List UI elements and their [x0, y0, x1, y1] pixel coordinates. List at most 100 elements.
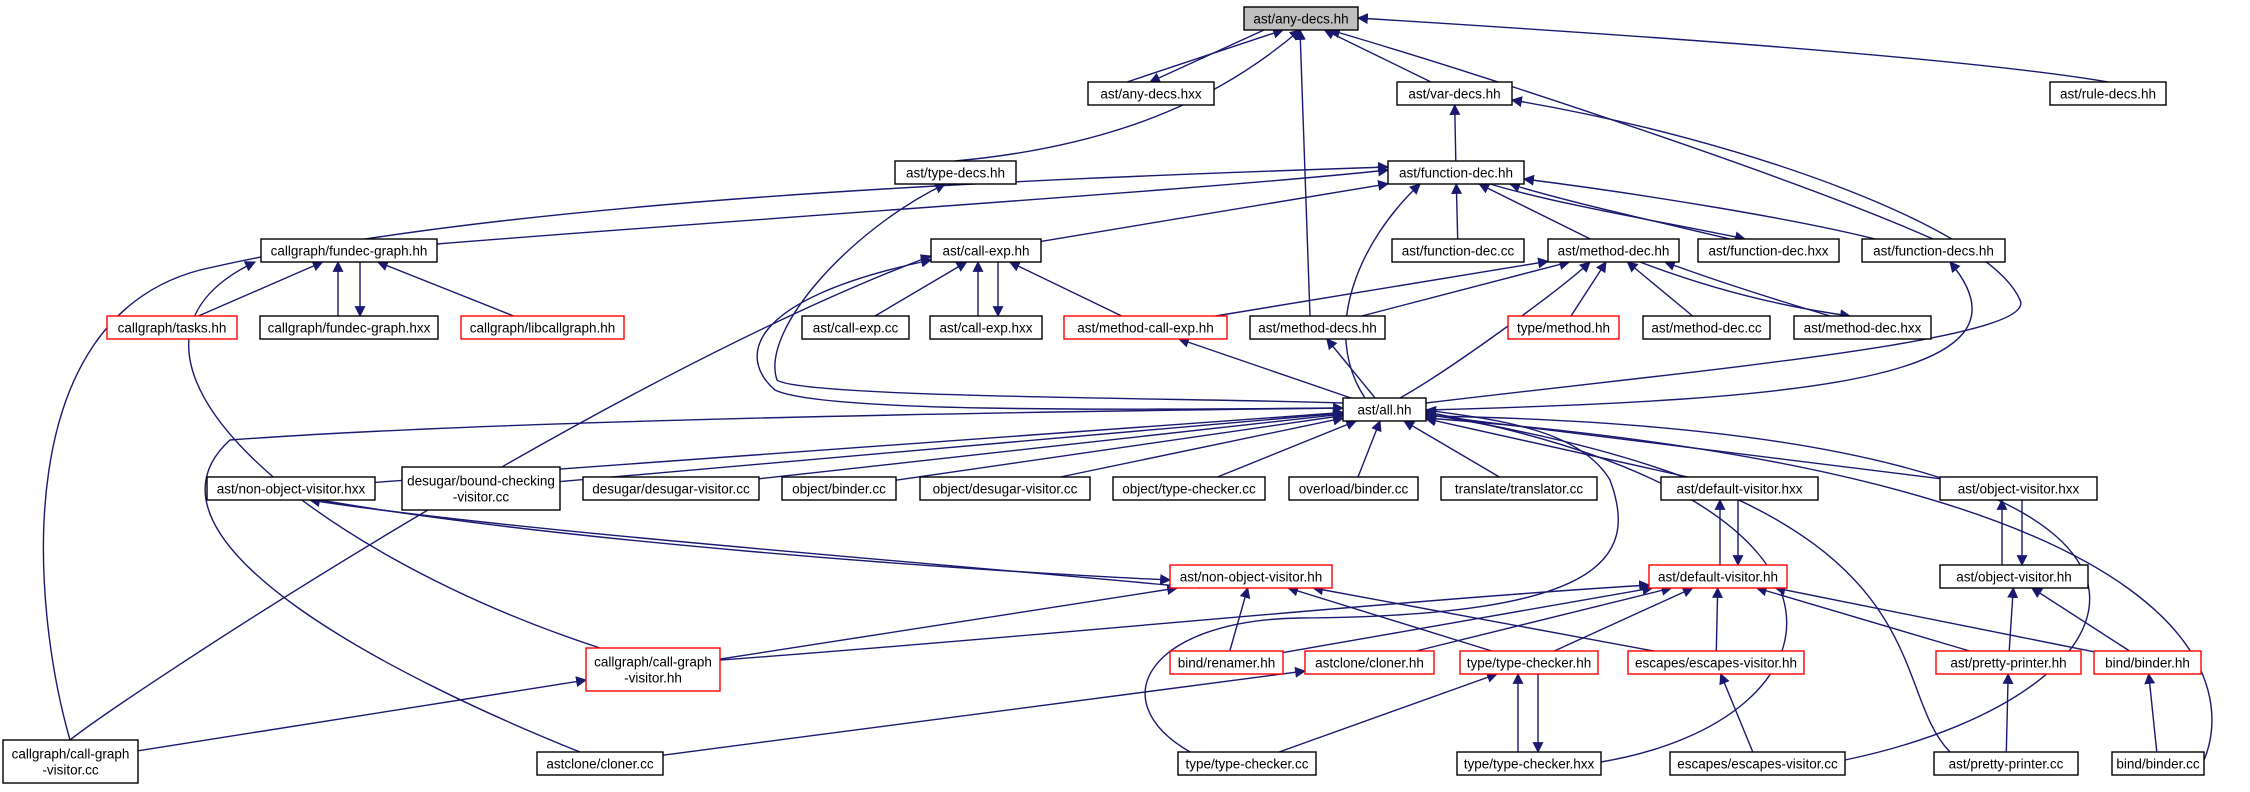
node-function-dec-cc[interactable]: ast/function-dec.cc — [1391, 238, 1525, 263]
edge-type-checker-hh-to-default-visitor-hh — [1554, 587, 1694, 652]
node-method-dec-hxx[interactable]: ast/method-dec.hxx — [1793, 315, 1932, 340]
node-default-visitor-hh[interactable]: ast/default-visitor.hh — [1648, 564, 1788, 589]
node-box — [1939, 564, 2089, 589]
node-method-dec-cc[interactable]: ast/method-dec.cc — [1642, 315, 1771, 340]
node-label: ast/object-visitor.hh — [1956, 570, 2072, 585]
node-box — [2093, 650, 2202, 675]
edge-method-dec-cc-to-method-dec-hh — [1626, 261, 1694, 317]
node-default-visitor-hxx[interactable]: ast/default-visitor.hxx — [1660, 476, 1819, 501]
node-method-dec-hh[interactable]: ast/method-dec.hh — [1547, 238, 1680, 263]
node-escapes-visitor-hh[interactable]: escapes/escapes-visitor.hh — [1627, 650, 1805, 675]
edge-renamer-hh-to-non-object-visitor-hh — [1229, 586, 1251, 652]
node-box — [2, 739, 139, 784]
node-object-visitor-hxx[interactable]: ast/object-visitor.hxx — [1939, 476, 2098, 501]
node-box — [1169, 564, 1333, 589]
node-type-decs-hh[interactable]: ast/type-decs.hh — [894, 160, 1017, 185]
node-binder-hh[interactable]: bind/binder.hh — [2093, 650, 2202, 675]
node-object-binder-cc[interactable]: object/binder.cc — [781, 476, 897, 501]
node-label: callgraph/fundec-graph.hxx — [268, 321, 431, 336]
node-label: astclone/cloner.cc — [546, 757, 654, 772]
node-label: overload/binder.cc — [1299, 482, 1409, 497]
node-type-checker-hh[interactable]: type/type-checker.hh — [1459, 650, 1599, 675]
node-desugar-visitor-cc[interactable]: desugar/desugar-visitor.cc — [582, 476, 760, 501]
node-label: type/type-checker.hxx — [1464, 757, 1595, 772]
edge-type-checker-hh-to-non-object-visitor-hh — [1287, 585, 1493, 652]
node-label: ast/var-decs.hh — [1408, 87, 1500, 102]
node-label: callgraph/tasks.hh — [118, 321, 227, 336]
node-label: type/type-checker.hh — [1467, 656, 1592, 671]
node-function-decs-hh[interactable]: ast/function-decs.hh — [1861, 238, 2006, 263]
edge-method-decs-hh-to-any-decs-hh — [1294, 28, 1311, 317]
node-label: ast/all.hh — [1357, 403, 1411, 418]
node-type-checker-hxx[interactable]: type/type-checker.hxx — [1456, 751, 1602, 776]
edge-type-checker-cc-to-all-hh — [1144, 405, 1619, 753]
node-bound-checking-cc[interactable]: desugar/bound-checking-visitor.cc — [401, 466, 561, 511]
node-type-checker-cc[interactable]: type/type-checker.cc — [1177, 751, 1317, 776]
node-call-graph-visitor-hh[interactable]: callgraph/call-graph-visitor.hh — [585, 647, 721, 692]
node-fundec-graph-hh[interactable]: callgraph/fundec-graph.hh — [260, 238, 438, 263]
edge-function-dec-hxx-to-function-dec-hh — [1508, 181, 1731, 240]
node-any-decs-hxx[interactable]: ast/any-decs.hxx — [1087, 81, 1215, 106]
node-label: type/method.hh — [1517, 321, 1610, 336]
node-libcallgraph-hh[interactable]: callgraph/libcallgraph.hh — [460, 315, 625, 340]
node-function-dec-hxx[interactable]: ast/function-dec.hxx — [1697, 238, 1840, 263]
node-call-graph-visitor-cc[interactable]: callgraph/call-graph-visitor.cc — [2, 739, 139, 784]
node-label: object/type-checker.cc — [1122, 482, 1256, 497]
node-label: object/binder.cc — [792, 482, 886, 497]
edge-cloner-cc-to-cloner-hh — [662, 666, 1307, 756]
node-call-exp-hxx[interactable]: ast/call-exp.hxx — [929, 315, 1043, 340]
node-function-dec-hh[interactable]: ast/function-dec.hh — [1387, 160, 1525, 185]
node-method-call-exp-hh[interactable]: ast/method-call-exp.hh — [1063, 315, 1228, 340]
node-box — [206, 476, 376, 501]
node-label: ast/function-dec.hxx — [1708, 244, 1828, 259]
node-label: ast/call-exp.hxx — [939, 321, 1032, 336]
node-label: ast/default-visitor.hh — [1658, 570, 1778, 585]
node-bind-binder-cc[interactable]: bind/binder.cc — [2111, 751, 2205, 776]
node-label: ast/pretty-printer.cc — [1949, 757, 2064, 772]
node-label: type/type-checker.cc — [1185, 757, 1308, 772]
edge-escapes-visitor-hh-to-non-object-visitor-hh — [1312, 584, 1654, 652]
node-object-type-checker-cc[interactable]: object/type-checker.cc — [1112, 476, 1266, 501]
node-label: callgraph/call-graph — [12, 747, 130, 762]
node-translator-cc[interactable]: translate/translator.cc — [1440, 476, 1598, 501]
node-object-visitor-hh[interactable]: ast/object-visitor.hh — [1939, 564, 2089, 589]
node-box — [1669, 751, 1846, 776]
node-box — [930, 238, 1042, 263]
node-box — [1935, 650, 2082, 675]
node-call-exp-hh[interactable]: ast/call-exp.hh — [930, 238, 1042, 263]
node-tasks-hh[interactable]: callgraph/tasks.hh — [106, 315, 238, 340]
node-label: bind/binder.cc — [2116, 757, 2200, 772]
node-box — [929, 315, 1043, 340]
node-rule-decs-hh[interactable]: ast/rule-decs.hh — [2049, 81, 2167, 106]
node-pretty-printer-hh[interactable]: ast/pretty-printer.hh — [1935, 650, 2082, 675]
edge-call-graph-visitor-hh-to-non-object-visitor-hh — [719, 584, 1179, 660]
node-non-object-visitor-hxx[interactable]: ast/non-object-visitor.hxx — [206, 476, 376, 501]
node-escapes-visitor-cc[interactable]: escapes/escapes-visitor.cc — [1669, 751, 1846, 776]
node-any-decs-hh[interactable]: ast/any-decs.hh — [1243, 6, 1359, 31]
node-overload-binder-cc[interactable]: overload/binder.cc — [1288, 476, 1419, 501]
node-non-object-visitor-hh[interactable]: ast/non-object-visitor.hh — [1169, 564, 1333, 589]
edge-libcallgraph-hh-to-fundec-graph-hh — [376, 260, 514, 317]
node-renamer-hh[interactable]: bind/renamer.hh — [1169, 650, 1284, 675]
node-fundec-graph-hxx[interactable]: callgraph/fundec-graph.hxx — [259, 315, 439, 340]
node-type-method-hh[interactable]: type/method.hh — [1507, 315, 1620, 340]
node-box — [1112, 476, 1266, 501]
node-object-desugar-cc[interactable]: object/desugar-visitor.cc — [919, 476, 1091, 501]
edge-all-hh-to-type-decs-hh — [774, 183, 1344, 404]
node-label: ast/function-decs.hh — [1873, 244, 1994, 259]
edge-object-binder-cc-to-all-hh — [895, 411, 1345, 481]
node-all-hh[interactable]: ast/all.hh — [1342, 397, 1427, 422]
node-label: ast/function-dec.hh — [1399, 166, 1513, 181]
edge-function-dec-hh-to-var-decs-hh — [1449, 103, 1461, 162]
node-cloner-cc[interactable]: astclone/cloner.cc — [536, 751, 664, 776]
node-box — [585, 647, 721, 692]
node-call-exp-cc[interactable]: ast/call-exp.cc — [801, 315, 910, 340]
node-label: ast/rule-decs.hh — [2060, 87, 2156, 102]
node-method-decs-hh[interactable]: ast/method-decs.hh — [1249, 315, 1386, 340]
edge-var-decs-hh-to-any-decs-hh — [1323, 29, 1432, 83]
node-pretty-printer-cc[interactable]: ast/pretty-printer.cc — [1933, 751, 2079, 776]
node-cloner-hh[interactable]: astclone/cloner.hh — [1304, 650, 1435, 675]
node-var-decs-hh[interactable]: ast/var-decs.hh — [1396, 81, 1513, 106]
node-label: callgraph/call-graph — [594, 655, 712, 670]
node-box — [1387, 160, 1525, 185]
